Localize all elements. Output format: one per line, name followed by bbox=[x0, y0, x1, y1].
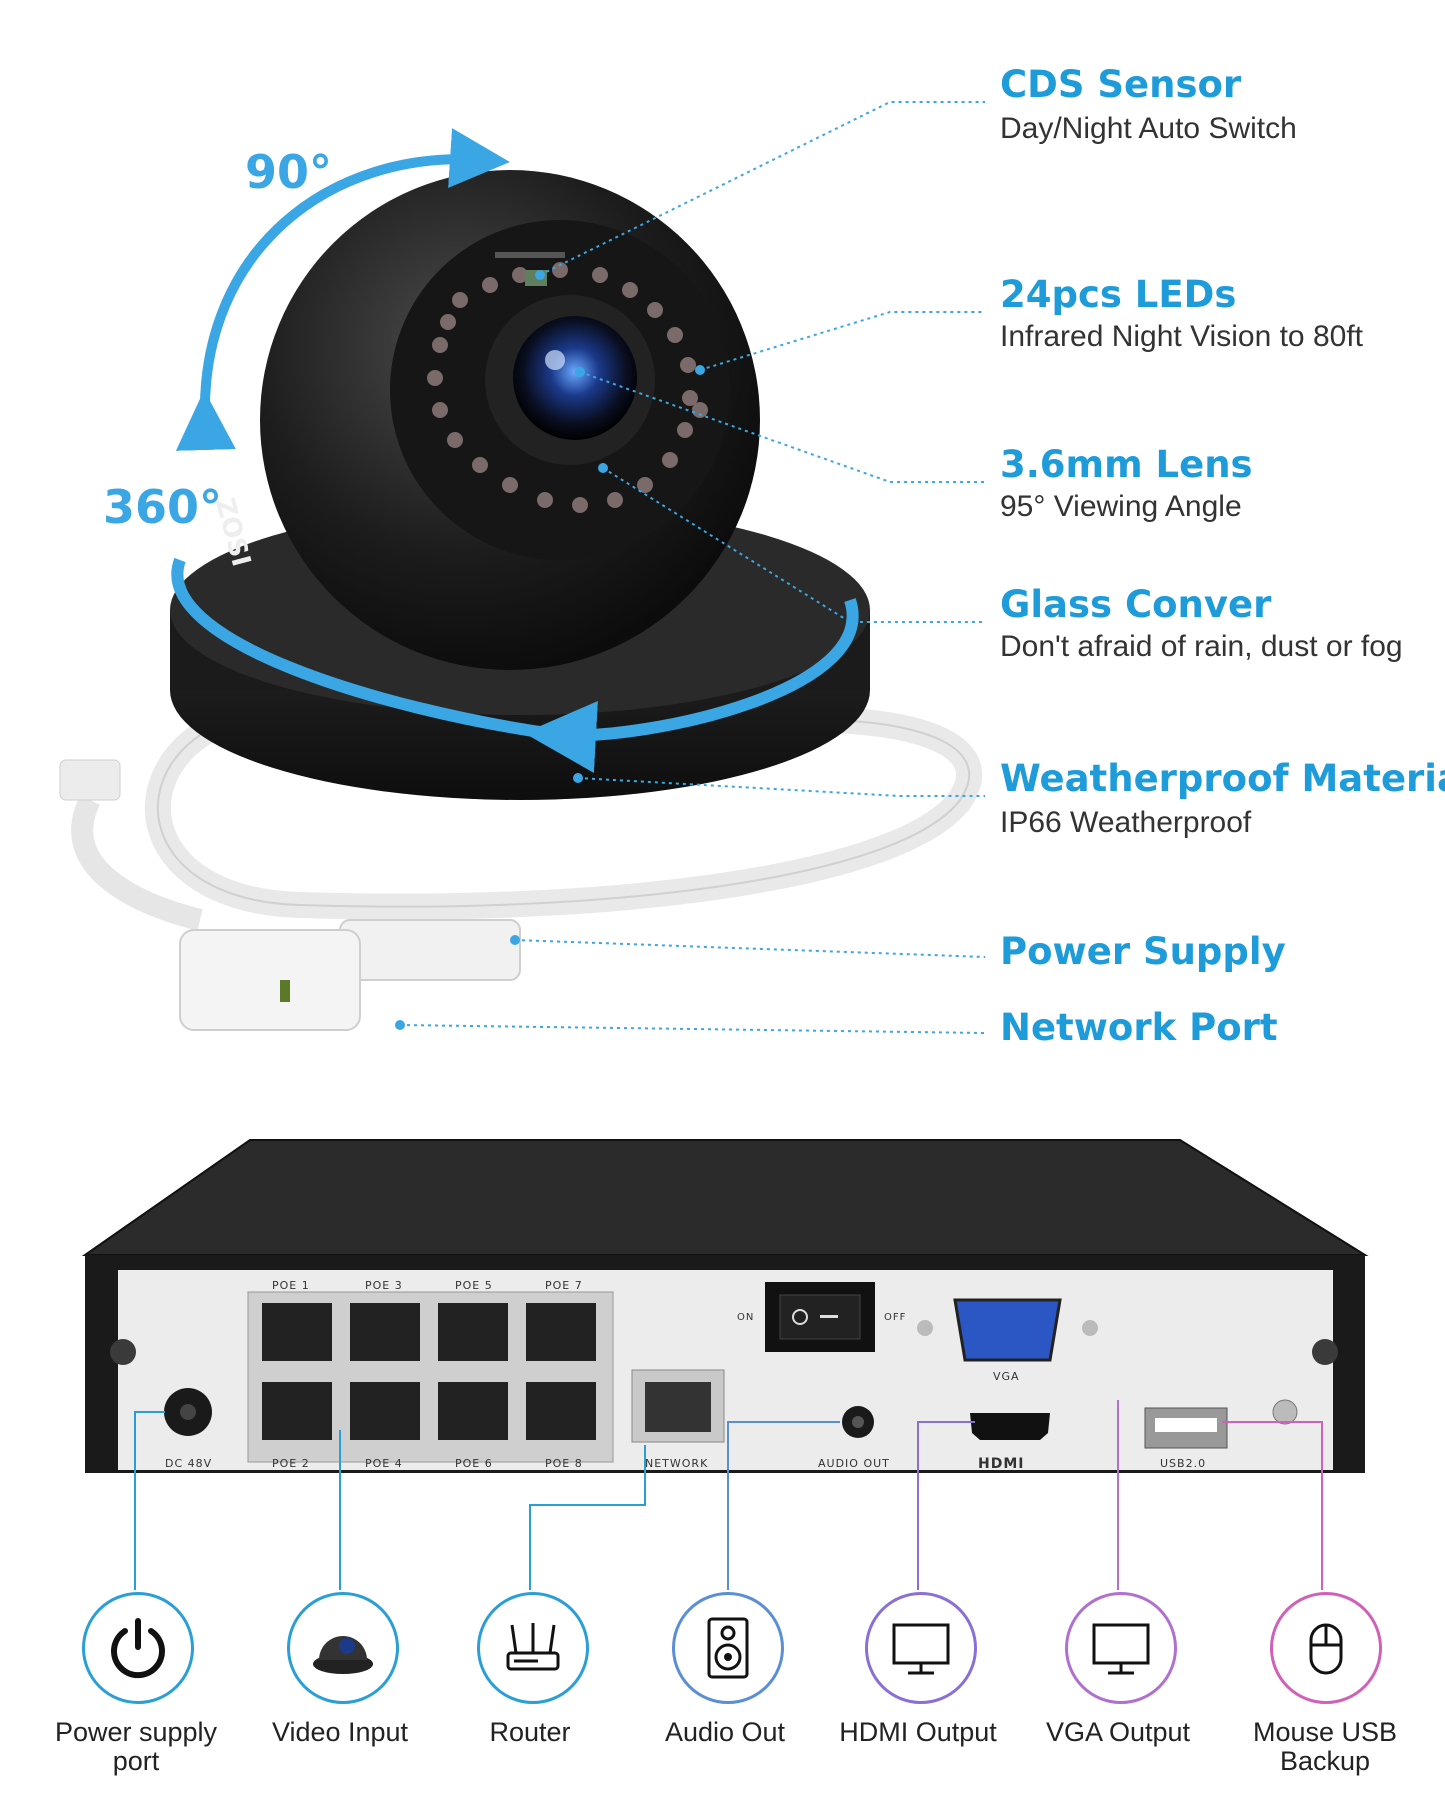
poe-5-label: POE 5 bbox=[455, 1279, 493, 1292]
speaker-icon bbox=[707, 1617, 749, 1679]
poe-3-label: POE 3 bbox=[365, 1279, 403, 1292]
feature-title-power: Power Supply bbox=[1000, 930, 1286, 973]
switch-off-label: OFF bbox=[884, 1312, 907, 1323]
feature-title-glass: Glass Conver bbox=[1000, 583, 1272, 626]
router-circle bbox=[477, 1592, 589, 1704]
dome-camera-icon bbox=[313, 1636, 373, 1674]
feature-sub-weatherproof: IP66 Weatherproof bbox=[1000, 806, 1252, 839]
vga-label: VGA bbox=[993, 1370, 1020, 1383]
hdmi-label: HDMI bbox=[978, 1456, 1025, 1472]
poe-2-label: POE 2 bbox=[272, 1457, 310, 1470]
feature-sub-cds: Day/Night Auto Switch bbox=[1000, 112, 1297, 145]
label-mouse-usb-backup: Mouse USB Backup bbox=[1252, 1717, 1398, 1776]
monitor-icon bbox=[892, 1623, 950, 1675]
router-icon bbox=[506, 1623, 560, 1671]
label-audio-out: Audio Out bbox=[664, 1717, 786, 1747]
feature-sub-glass: Don't afraid of rain, dust or fog bbox=[1000, 630, 1403, 663]
mouse-usb-circle bbox=[1270, 1592, 1382, 1704]
feature-sub-leds: Infrared Night Vision to 80ft bbox=[1000, 320, 1363, 353]
feature-title-cds: CDS Sensor bbox=[1000, 63, 1242, 106]
label-vga-output: VGA Output bbox=[1045, 1717, 1191, 1747]
poe-8-label: POE 8 bbox=[545, 1457, 583, 1470]
usb-label: USB2.0 bbox=[1160, 1457, 1207, 1470]
audio-out-label: AUDIO OUT bbox=[818, 1457, 890, 1470]
label-router: Router bbox=[489, 1717, 571, 1747]
mouse-icon bbox=[1309, 1623, 1343, 1675]
pan-arrow bbox=[524, 598, 859, 773]
video-input-circle bbox=[287, 1592, 399, 1704]
pan-angle: 360° bbox=[103, 480, 223, 534]
poe-4-label: POE 4 bbox=[365, 1457, 403, 1470]
lens bbox=[513, 316, 637, 440]
switch-on-label: ON bbox=[737, 1312, 755, 1323]
connector-lines bbox=[134, 1400, 1323, 1590]
power-supply-port-circle bbox=[82, 1592, 194, 1704]
vga-output-circle bbox=[1065, 1592, 1177, 1704]
tilt-angle: 90° bbox=[245, 145, 333, 199]
feature-sub-lens: 95° Viewing Angle bbox=[1000, 490, 1242, 523]
network-label: NETWORK bbox=[645, 1457, 709, 1470]
poe-6-label: POE 6 bbox=[455, 1457, 493, 1470]
feature-title-weatherproof: Weatherproof Material bbox=[1000, 757, 1445, 800]
hdmi-output-circle bbox=[865, 1592, 977, 1704]
audio-out-circle bbox=[672, 1592, 784, 1704]
monitor-icon bbox=[1092, 1623, 1150, 1675]
feature-title-network: Network Port bbox=[1000, 1006, 1278, 1049]
dc-label: DC 48V bbox=[165, 1457, 213, 1470]
feature-title-lens: 3.6mm Lens bbox=[1000, 443, 1253, 486]
camera-illustration bbox=[59, 101, 986, 1034]
poe-7-label: POE 7 bbox=[545, 1279, 583, 1292]
power-connector bbox=[339, 919, 521, 981]
tilt-arrow bbox=[175, 128, 510, 451]
nvr-device bbox=[81, 1139, 1369, 1473]
feature-title-leds: 24pcs LEDs bbox=[1000, 273, 1237, 316]
label-hdmi-output: HDMI Output bbox=[839, 1717, 997, 1747]
label-video-input: Video Input bbox=[271, 1717, 409, 1747]
network-connector bbox=[179, 929, 361, 1031]
label-power-supply-port: Power supply port bbox=[54, 1717, 218, 1776]
power-icon bbox=[111, 1618, 165, 1679]
poe-1-label: POE 1 bbox=[272, 1279, 310, 1292]
